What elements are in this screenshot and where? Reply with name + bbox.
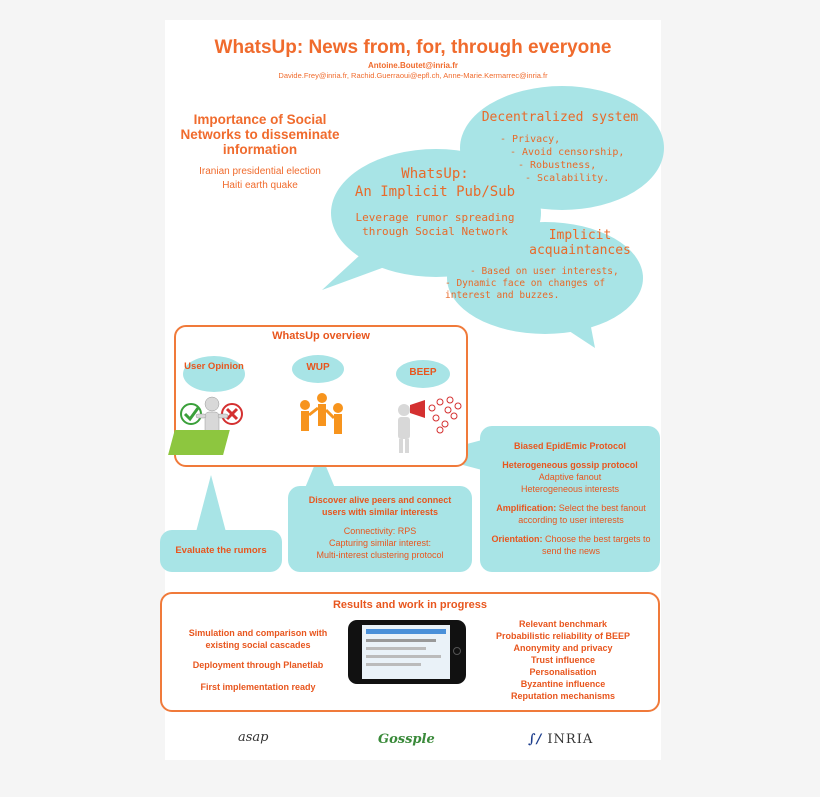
evaluate-label: Evaluate the rumors [175,545,267,556]
results-right-1: Relevant benchmark [518,619,608,629]
results-left-2: Deployment through Planetlab [192,660,324,670]
results-title: Results and work in progress [332,599,488,611]
poster-title: WhatsUp: News from, for, through everyon… [214,37,612,58]
evaluate-box-pointer [196,475,226,532]
phone-screen-line [366,639,436,642]
decentralized-item-3: - Robustness, [518,160,597,171]
importance-line-1: Iranian presidential election [199,166,321,177]
implicit-bubble-tail [560,322,595,348]
decentralized-item-4: - Scalability. [525,173,610,184]
beep-box-title-1: Biased EpidEmic Protocol [513,441,627,451]
decentralized-title: Decentralized system [481,110,639,125]
discover-line-1: Connectivity: RPS [343,526,417,536]
results-right-4: Trust influence [530,655,595,665]
results-right-2: Probabilistic reliability of BEEP [495,631,631,641]
beep-box-line-2: Heterogeneous interests [520,484,620,494]
implicit-title-1: Implicit [548,228,612,243]
inria-logo-text: INRIA [547,732,594,747]
inria-logo-mark: ∫∕ [528,732,543,747]
implicit-title-2: acquaintances [529,243,631,258]
discover-title: Discover alive peers and connect users w… [308,495,452,517]
discover-line-3: Multi-interest clustering protocol [316,550,444,560]
results-left-1: Simulation and comparison with existing … [188,628,328,650]
gossple-logo: Gossple [378,732,435,747]
results-left-3: First implementation ready [200,682,316,692]
overview-title: WhatsUp overview [272,330,370,342]
amplification-label: Amplification: [496,503,557,513]
beep-box [480,426,660,572]
importance-title: Importance of Social Networks to dissemi… [180,112,340,157]
amplification-text: Select the best fanout according to user… [518,503,646,525]
discover-line-2: Capturing similar interest: [328,538,432,548]
discover-box [288,486,472,572]
beep-bubble [396,360,450,388]
megaphone-figure [398,396,462,453]
beep-box-amplification: Amplification: Select the best fanout ac… [486,502,656,526]
whatsup-bubble-title-1: WhatsUp: [401,166,469,182]
beep-box-title-2: Heterogeneous gossip protocol [502,460,638,470]
implicit-line-3: interest and buzzes. [445,290,560,301]
beep-box-line-1: Adaptive fanout [538,472,602,482]
user-opinion-label: User Opinion [184,361,244,372]
importance-line-2: Haiti earth quake [222,180,298,191]
wup-bubble [292,355,344,383]
orientation-text: Choose the best targets to send the news [541,534,651,556]
phone-image [348,620,466,684]
implicit-line-2: - Dynamic face on changes of [445,278,606,289]
whatsup-bubble-line-2: through Social Network [362,225,508,238]
orientation-label: Orientation: [491,534,543,544]
discover-box-pointer [305,452,335,488]
whatsup-bubble-line-1: Leverage rumor spreading [355,211,515,224]
whatsup-bubble-tail [322,255,390,290]
phone-screen-line [366,655,441,658]
whatsup-bubble-title-2: An Implicit Pub/Sub [354,184,516,200]
implicit-bubble-shape [447,222,643,334]
decentralized-item-2: - Avoid censorship, [510,147,625,158]
phone-screen [362,625,450,679]
results-right-5: Personalisation [529,667,597,677]
phone-screen-line [366,663,421,666]
inria-logo: ∫∕ INRIA [528,732,593,747]
results-right-3: Anonymity and privacy [513,643,613,653]
results-right-6: Byzantine influence [520,679,606,689]
decentralized-item-1: - Privacy, [500,134,561,145]
puzzle-figures [168,393,343,455]
beep-label: BEEP [409,367,437,378]
main-author-email: Antoine.Boutet@inria.fr [367,61,459,70]
phone-screen-line [366,647,426,650]
evaluate-box [160,530,282,572]
phone-home-button [453,647,461,655]
user-opinion-bubble [183,356,245,392]
asap-logo: asap [238,730,269,745]
wup-label: WUP [306,362,330,373]
phone-screen-header [366,629,446,634]
co-authors: Davide.Frey@inria.fr, Rachid.Guerraoui@e… [278,71,548,80]
beep-box-orientation: Orientation: Choose the best targets to … [486,533,656,557]
results-right-7: Reputation mechanisms [510,691,616,701]
implicit-line-1: - Based on user interests, [470,266,619,277]
